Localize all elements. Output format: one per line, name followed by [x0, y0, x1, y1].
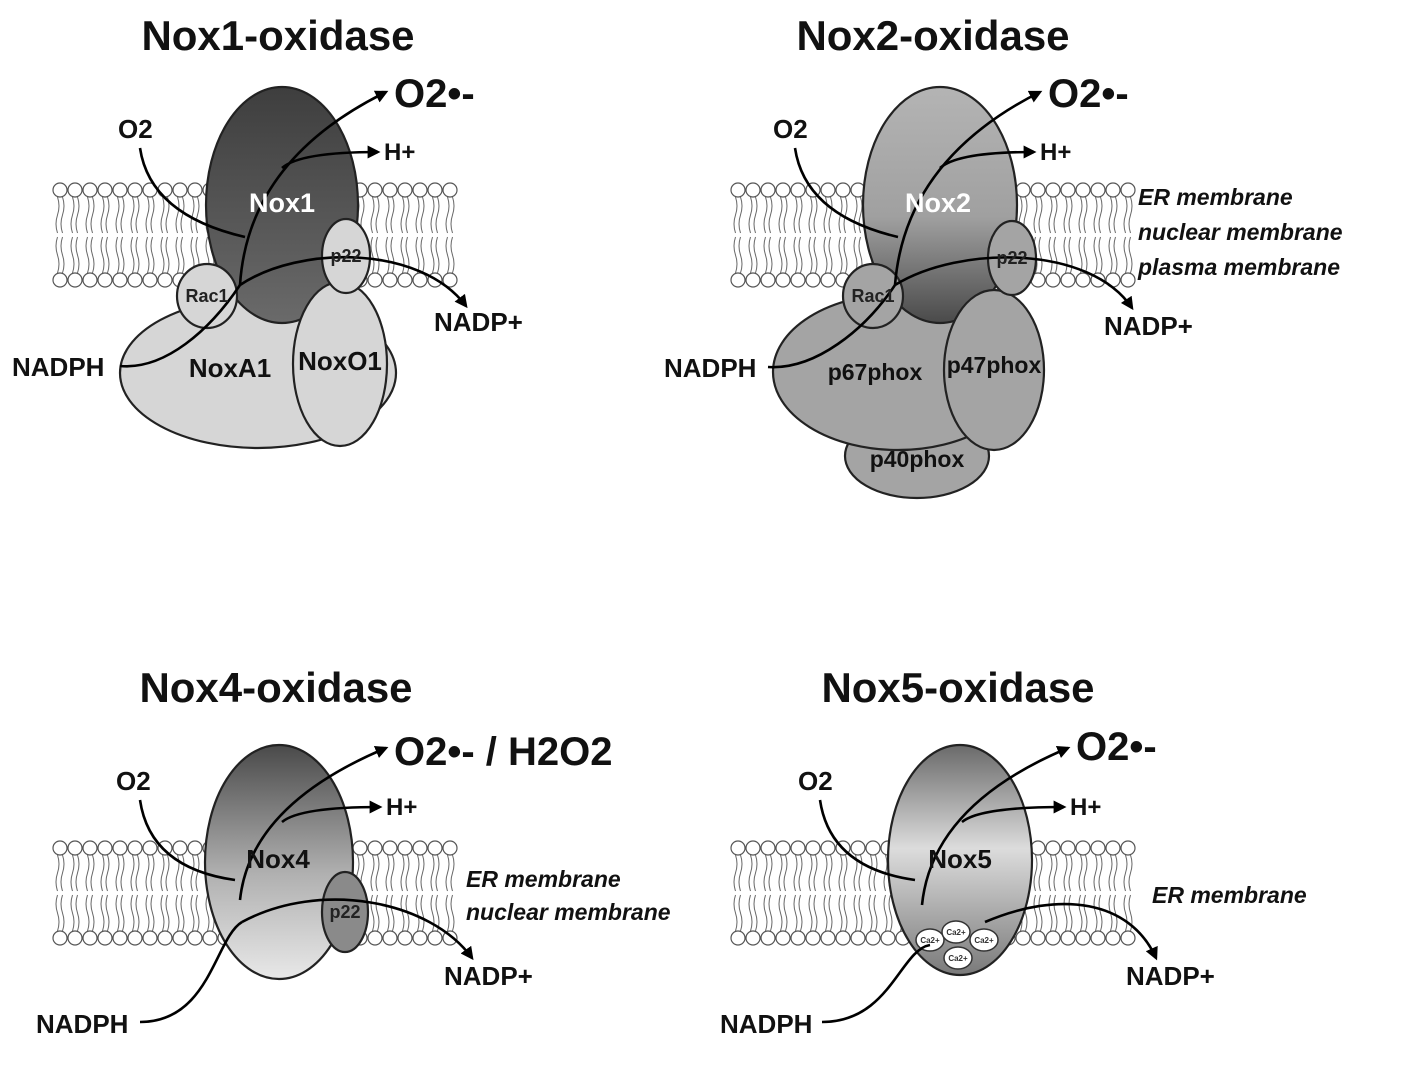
calcium-label: Ca2+: [948, 954, 968, 963]
nadp-label: NADP+: [434, 307, 523, 337]
calcium-ion: [941, 920, 971, 944]
panel-nox4: Nox4-oxidase O2 O2•- / H2O2 H+ Nox4 p22 …: [36, 664, 671, 1039]
proton-out-arrow: [281, 800, 383, 824]
panel-title: Nox4-oxidase: [139, 664, 412, 711]
o2-in-label: O2: [798, 766, 833, 796]
enzyme-label: Nox4: [246, 844, 310, 874]
rac1-label: Rac1: [185, 286, 228, 306]
panel-title: Nox2-oxidase: [796, 12, 1069, 59]
p47phox-label: p47phox: [947, 352, 1042, 378]
proton-out-arrow: [961, 800, 1067, 824]
proton-label: H+: [386, 794, 417, 821]
o2-in-label: O2: [773, 114, 808, 144]
rac1-label: Rac1: [851, 286, 894, 306]
proton-label: H+: [1070, 794, 1101, 821]
nadph-line: [821, 943, 931, 1024]
location-nuclear: nuclear membrane: [1138, 219, 1343, 245]
nadph-label: NADPH: [720, 1009, 812, 1039]
p22-label: p22: [329, 902, 360, 922]
location-nuclear: nuclear membrane: [466, 899, 671, 925]
proton-label: H+: [384, 139, 415, 166]
p40phox-label: p40phox: [870, 446, 965, 472]
nadp-out-arrow: [241, 898, 474, 961]
enzyme-label: Nox5: [928, 844, 992, 874]
o2-in-arrow: [793, 147, 899, 239]
p67phox-label: p67phox: [828, 359, 923, 385]
nadp-label: NADP+: [1126, 961, 1215, 991]
nadph-label: NADPH: [36, 1009, 128, 1039]
noxo1-label: NoxO1: [298, 346, 382, 376]
o2-in-label: O2: [118, 114, 153, 144]
o2-in-arrow: [138, 799, 236, 882]
panel-title: Nox5-oxidase: [821, 664, 1094, 711]
rac1-subunit: [175, 262, 239, 330]
nadp-out-arrow: [239, 255, 468, 309]
p22-label: p22: [996, 248, 1027, 268]
p47phox-subunit: [942, 288, 1046, 452]
nadph-line: [767, 284, 897, 369]
calcium-label: Ca2+: [946, 928, 966, 937]
superoxide-label: O2•-: [1048, 72, 1129, 116]
nadph-label: NADPH: [12, 352, 104, 382]
calcium-ion: [969, 928, 999, 952]
superoxide-out-arrow: [920, 746, 1071, 906]
rac1-subunit: [841, 262, 905, 330]
nadp-label: NADP+: [1104, 311, 1193, 341]
nox1-enzyme: [204, 85, 360, 325]
superoxide-out-arrow: [238, 90, 389, 286]
nadp-out-arrow: [894, 256, 1134, 311]
proton-label: H+: [1040, 139, 1071, 166]
nadp-out-arrow: [984, 902, 1158, 961]
nadph-label: NADPH: [664, 353, 756, 383]
superoxide-label: O2•-: [394, 72, 475, 116]
nadph-line: [139, 920, 243, 1024]
calcium-binding-domain: Ca2+ Ca2+ Ca2+ Ca2+: [915, 920, 999, 970]
superoxide-out-arrow: [238, 746, 389, 901]
proton-out-arrow: [281, 145, 381, 170]
calcium-ion: [943, 946, 973, 970]
nox4-enzyme: [203, 743, 355, 981]
o2-in-label: O2: [116, 766, 151, 796]
p22-subunit: [320, 870, 370, 954]
location-er: ER membrane: [1152, 882, 1307, 908]
nox2-enzyme: [861, 85, 1019, 325]
panel-nox2: Nox2-oxidase O2 O2•- H+ Nox2 p22 Rac1 p6…: [664, 12, 1343, 500]
location-er: ER membrane: [466, 866, 621, 892]
nadph-line: [119, 284, 242, 368]
o2-in-arrow: [818, 799, 916, 882]
proton-out-arrow: [939, 145, 1037, 170]
superoxide-out-arrow: [893, 90, 1043, 286]
superoxide-label: O2•-: [1076, 725, 1157, 769]
superoxide-peroxide-label: O2•- / H2O2: [394, 730, 613, 774]
calcium-label: Ca2+: [974, 936, 994, 945]
calcium-ion: [915, 928, 945, 952]
noxa1-label: NoxA1: [189, 353, 271, 383]
panel-nox5: Nox5-oxidase Ca2+ Ca2+ Ca2+ Ca2+ O2 O2•-…: [720, 664, 1307, 1039]
enzyme-label: Nox2: [905, 188, 971, 218]
location-plasma: plasma membrane: [1137, 254, 1340, 280]
p22-label: p22: [330, 246, 361, 266]
nadp-label: NADP+: [444, 961, 533, 991]
enzyme-label: Nox1: [249, 188, 315, 218]
panel-title: Nox1-oxidase: [141, 12, 414, 59]
calcium-label: Ca2+: [920, 936, 940, 945]
panel-nox1: Nox1-oxidase O2 O2•- H+ Nox1 p22 Rac1 No…: [12, 12, 523, 450]
o2-in-arrow: [138, 147, 246, 239]
location-er: ER membrane: [1138, 184, 1293, 210]
